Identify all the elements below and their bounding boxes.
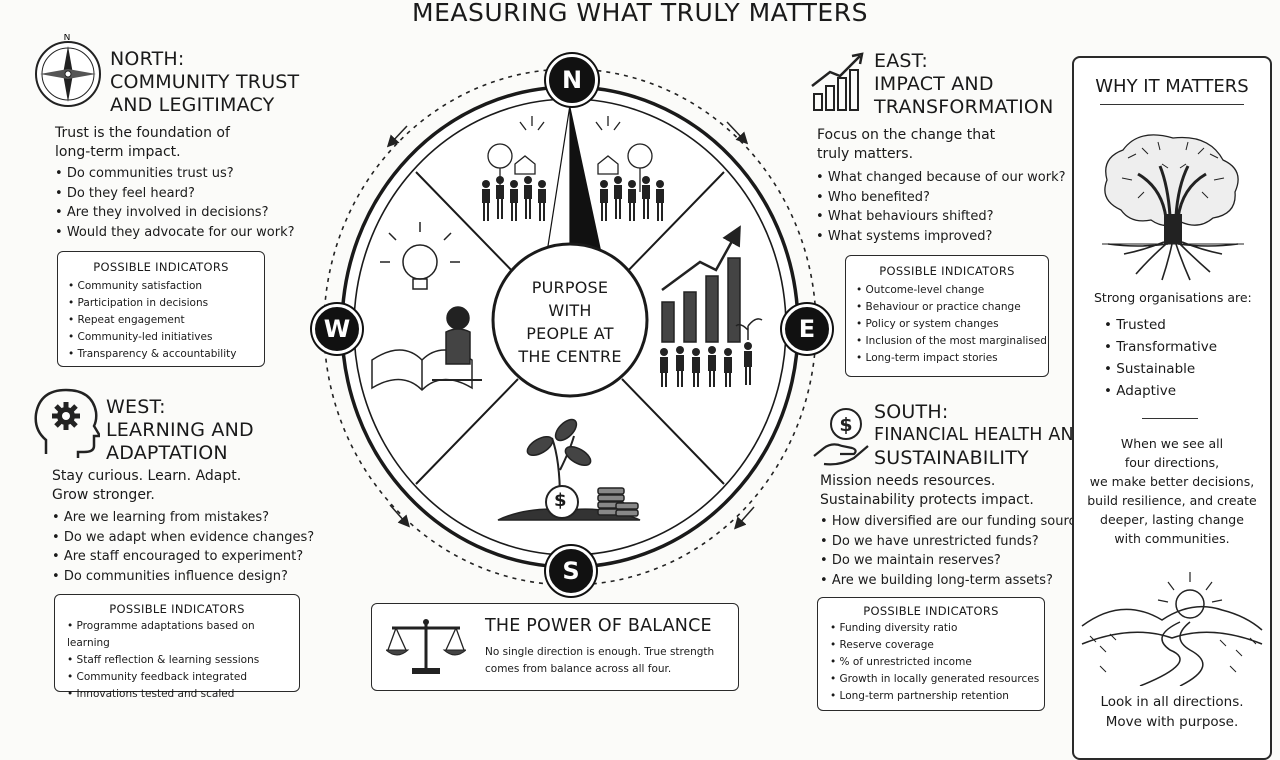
north-heading: NORTH: COMMUNITY TRUST AND LEGITIMACY xyxy=(110,48,300,116)
compass-badge-n: N xyxy=(546,54,598,106)
list-item: How diversified are our funding sources? xyxy=(820,512,1098,532)
compass-rose-icon: N xyxy=(35,34,101,107)
why-footer: Look in all directions. Move with purpos… xyxy=(1100,694,1244,730)
list-item: Do they feel heard? xyxy=(55,184,295,204)
divider xyxy=(1142,418,1198,419)
list-item: Do we have unrestricted funds? xyxy=(820,532,1097,552)
list-item: Outcome-level change xyxy=(856,282,1048,299)
list-item: Behaviour or practice change xyxy=(856,299,1048,316)
list-item: Funding diversity ratio xyxy=(830,620,1044,637)
list-item: Transparency & accountability xyxy=(68,346,264,363)
why-list: Trusted Transformative Sustainable Adapt… xyxy=(1104,314,1217,402)
compass-diagram xyxy=(323,68,817,586)
balance-title: THE POWER OF BALANCE xyxy=(485,616,712,636)
community-people-illustration xyxy=(482,116,664,221)
scales-icon xyxy=(386,619,466,674)
balance-text: No single direction is enough. True stre… xyxy=(485,646,715,675)
list-item: Participation in decisions xyxy=(68,295,264,312)
west-intro: Stay curious. Learn. Adapt. Grow stronge… xyxy=(52,468,242,503)
list-item: Adaptive xyxy=(1104,380,1217,402)
center-hub xyxy=(491,242,649,398)
list-item: Are we building long-term assets? xyxy=(820,571,1097,591)
hand-coin-icon: $ xyxy=(813,408,869,466)
indicators-title: POSSIBLE INDICATORS xyxy=(93,260,229,274)
cycle-arrow-se xyxy=(734,506,755,530)
list-item: What systems improved? xyxy=(816,227,1066,247)
list-item: Inclusion of the most marginalised xyxy=(856,333,1048,350)
title-underline xyxy=(1100,104,1244,105)
impact-growth-illustration xyxy=(660,225,763,387)
east-intro: Focus on the change that truly matters. xyxy=(817,127,996,162)
list-item: Reserve coverage xyxy=(830,637,1044,654)
list-item: What behaviours shifted? xyxy=(816,207,1066,227)
learning-illustration xyxy=(371,222,482,392)
north-questions: Do communities trust us? Do they feel he… xyxy=(55,164,295,242)
list-item: Long-term partnership retention xyxy=(830,688,1044,705)
list-item: Trusted xyxy=(1104,314,1217,336)
list-item: Long-term impact stories xyxy=(856,350,1048,367)
list-item: Innovations tested and scaled xyxy=(67,686,299,703)
south-indicators-box: POSSIBLE INDICATORS Funding diversity ra… xyxy=(817,597,1045,711)
south-intro: Mission needs resources. Sustainability … xyxy=(820,473,1034,508)
sprout-coins-illustration xyxy=(497,418,641,521)
list-item: % of unrestricted income xyxy=(830,654,1044,671)
head-gear-icon xyxy=(34,388,100,458)
west-heading: WEST: LEARNING AND ADAPTATION xyxy=(106,396,254,464)
list-item: Who benefited? xyxy=(816,188,1066,208)
list-item: Growth in locally generated resources xyxy=(830,671,1044,688)
compass-badge-w: W xyxy=(312,304,362,354)
list-item: Would they advocate for our work? xyxy=(55,223,295,243)
list-item: Do we maintain reserves? xyxy=(820,551,1097,571)
compass-badge-s: S xyxy=(546,546,596,596)
center-purpose-text: PURPOSE WITH PEOPLE AT THE CENTRE xyxy=(518,278,622,366)
list-item: Do communities influence design? xyxy=(52,567,314,587)
svg-text:N: N xyxy=(64,34,71,43)
list-item: Are we learning from mistakes? xyxy=(52,508,314,528)
east-questions: What changed because of our work? Who be… xyxy=(816,168,1066,246)
list-item: Transformative xyxy=(1104,336,1217,358)
list-item: Community-led initiatives xyxy=(68,329,264,346)
list-item: Programme adaptations based on learning xyxy=(67,618,299,652)
growth-chart-icon xyxy=(811,52,864,111)
why-it-matters-panel: WHY IT MATTERS Strong organisations are:… xyxy=(1072,56,1272,760)
east-heading: EAST: IMPACT AND TRANSFORMATION xyxy=(874,50,1054,118)
cycle-arrow-ne xyxy=(726,121,749,145)
svg-text:$: $ xyxy=(839,414,852,436)
list-item: Are they involved in decisions? xyxy=(55,203,295,223)
west-questions: Are we learning from mistakes? Do we ada… xyxy=(52,508,314,586)
page-title: MEASURING WHAT TRULY MATTERS xyxy=(412,0,868,27)
south-questions: How diversified are our funding sources?… xyxy=(820,512,1098,591)
indicators-title: POSSIBLE INDICATORS xyxy=(109,602,245,616)
dollar-icon: $ xyxy=(554,490,567,511)
west-indicators-box: POSSIBLE INDICATORS Programme adaptation… xyxy=(54,594,300,700)
list-item: Do communities trust us? xyxy=(55,164,295,184)
list-item: What changed because of our work? xyxy=(816,168,1066,188)
indicators-title: POSSIBLE INDICATORS xyxy=(879,264,1015,278)
landscape-path-icon xyxy=(1081,572,1263,686)
list-item: Staff reflection & learning sessions xyxy=(67,652,299,669)
compass-badge-e: E xyxy=(782,304,832,354)
list-item: Do we adapt when evidence changes? xyxy=(52,528,314,548)
list-item: Policy or system changes xyxy=(856,316,1048,333)
north-indicators-box: POSSIBLE INDICATORS Community satisfacti… xyxy=(57,251,265,367)
list-item: Repeat engagement xyxy=(68,312,264,329)
cycle-arrow-sw xyxy=(389,504,410,528)
list-item: Community satisfaction xyxy=(68,278,264,295)
list-item: Are staff encouraged to experiment? xyxy=(52,547,314,567)
east-indicators-box: POSSIBLE INDICATORS Outcome-level change… xyxy=(845,255,1049,377)
why-paragraph: When we see all four directions, we make… xyxy=(1087,436,1257,546)
balance-box: THE POWER OF BALANCE No single direction… xyxy=(371,603,739,691)
why-lead: Strong organisations are: xyxy=(1094,290,1252,305)
indicators-title: POSSIBLE INDICATORS xyxy=(863,604,999,618)
tree-icon xyxy=(1102,134,1244,281)
wheel-spokes xyxy=(415,171,725,485)
south-heading: SOUTH: FINANCIAL HEALTH AND SUSTAINABILI… xyxy=(874,401,1088,469)
why-title: WHY IT MATTERS xyxy=(1095,76,1249,97)
list-item: Sustainable xyxy=(1104,358,1217,380)
list-item: Community feedback integrated xyxy=(67,669,299,686)
cycle-arrow-nw xyxy=(386,125,408,148)
north-intro: Trust is the foundation of long-term imp… xyxy=(55,125,230,160)
